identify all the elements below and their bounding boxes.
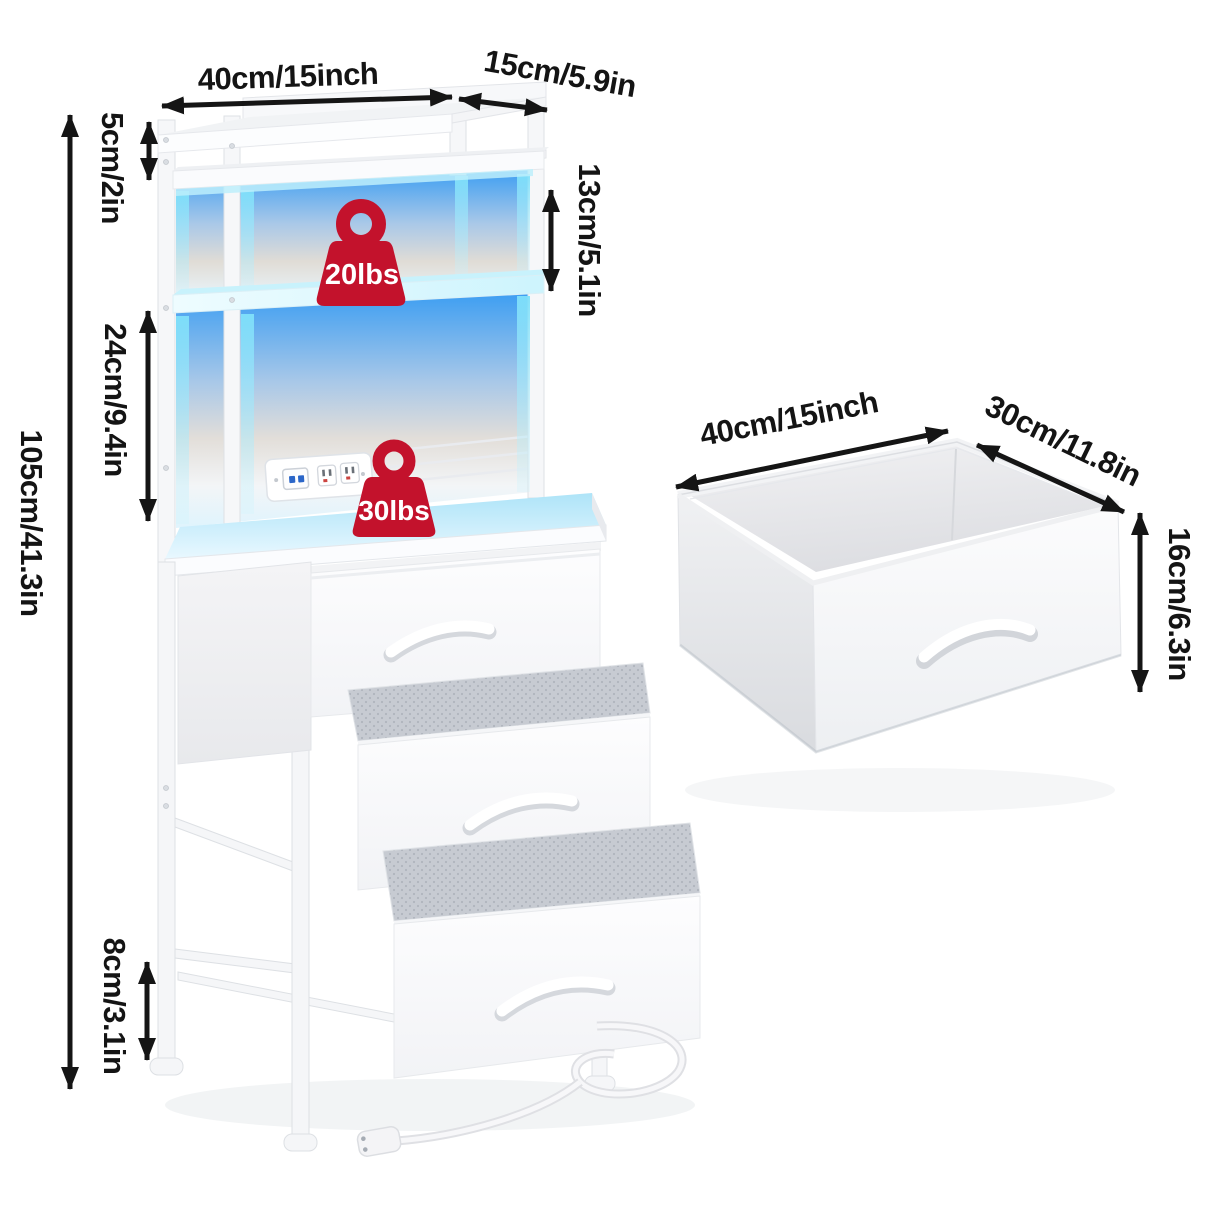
hutch-shelf-1 (172, 147, 549, 196)
dimension-arrows (61, 88, 1149, 1090)
power-cord (356, 1021, 687, 1157)
drawer-handle[interactable] (916, 619, 1038, 669)
dim-label-top-rim: 5cm/2in (95, 112, 130, 224)
drawer-3[interactable] (382, 822, 701, 1079)
dim-label-leg-clearance: 8cm/3.1in (97, 937, 132, 1075)
screw-icon (360, 471, 365, 476)
cabinet-side-panel (177, 561, 312, 765)
drawer-handle[interactable] (383, 620, 497, 663)
frame-rail (177, 971, 395, 1023)
power-plug-icon (356, 1126, 402, 1157)
drawer-handle[interactable] (494, 976, 616, 1022)
drawer-cabinet (177, 542, 701, 1079)
leg-foot (149, 1057, 184, 1076)
dim-label-main-width: 40cm/15inch (197, 55, 379, 98)
dim-label-hutch-opening: 24cm/9.4in (98, 323, 133, 477)
desktop-capacity-label: 30lbs (358, 495, 430, 526)
drawer-detail (676, 437, 1122, 754)
ac-outlet-icon (316, 464, 338, 487)
dim-label-overall-height: 105cm/41.3in (14, 429, 49, 617)
frame-rung (174, 948, 296, 974)
led-glow-strips (176, 174, 530, 524)
drawer-handle[interactable] (462, 792, 580, 836)
ac-outlet-icon (339, 461, 360, 484)
nightstand-unit: 20lbs 30lbs (149, 81, 701, 1157)
desktop-capacity-badge: 30lbs (352, 439, 436, 537)
arrow-drawer-width (675, 426, 949, 492)
weight-icon-body (352, 477, 436, 537)
arrow-main-width (161, 88, 453, 115)
dim-label-shelf-gap: 13cm/5.1in (572, 163, 607, 317)
shelf-capacity-label: 20lbs (325, 259, 399, 291)
shelf-capacity-badge: 20lbs (316, 199, 406, 306)
arrow-main-depth (458, 92, 548, 117)
charging-station (264, 452, 374, 502)
screw-icon (274, 478, 279, 483)
dim-label-drawer-height: 16cm/6.3in (1162, 527, 1197, 681)
weight-icon-body (316, 241, 406, 306)
arrow-drawer-depth (975, 442, 1126, 515)
frame-screws (163, 137, 235, 809)
usb-ports-icon (281, 467, 310, 491)
leg-foot (283, 1133, 318, 1152)
front-left-leg (157, 561, 176, 1063)
weight-icon-ring (372, 439, 416, 483)
frame-rung (174, 817, 294, 872)
mid-left-leg (291, 749, 310, 1141)
